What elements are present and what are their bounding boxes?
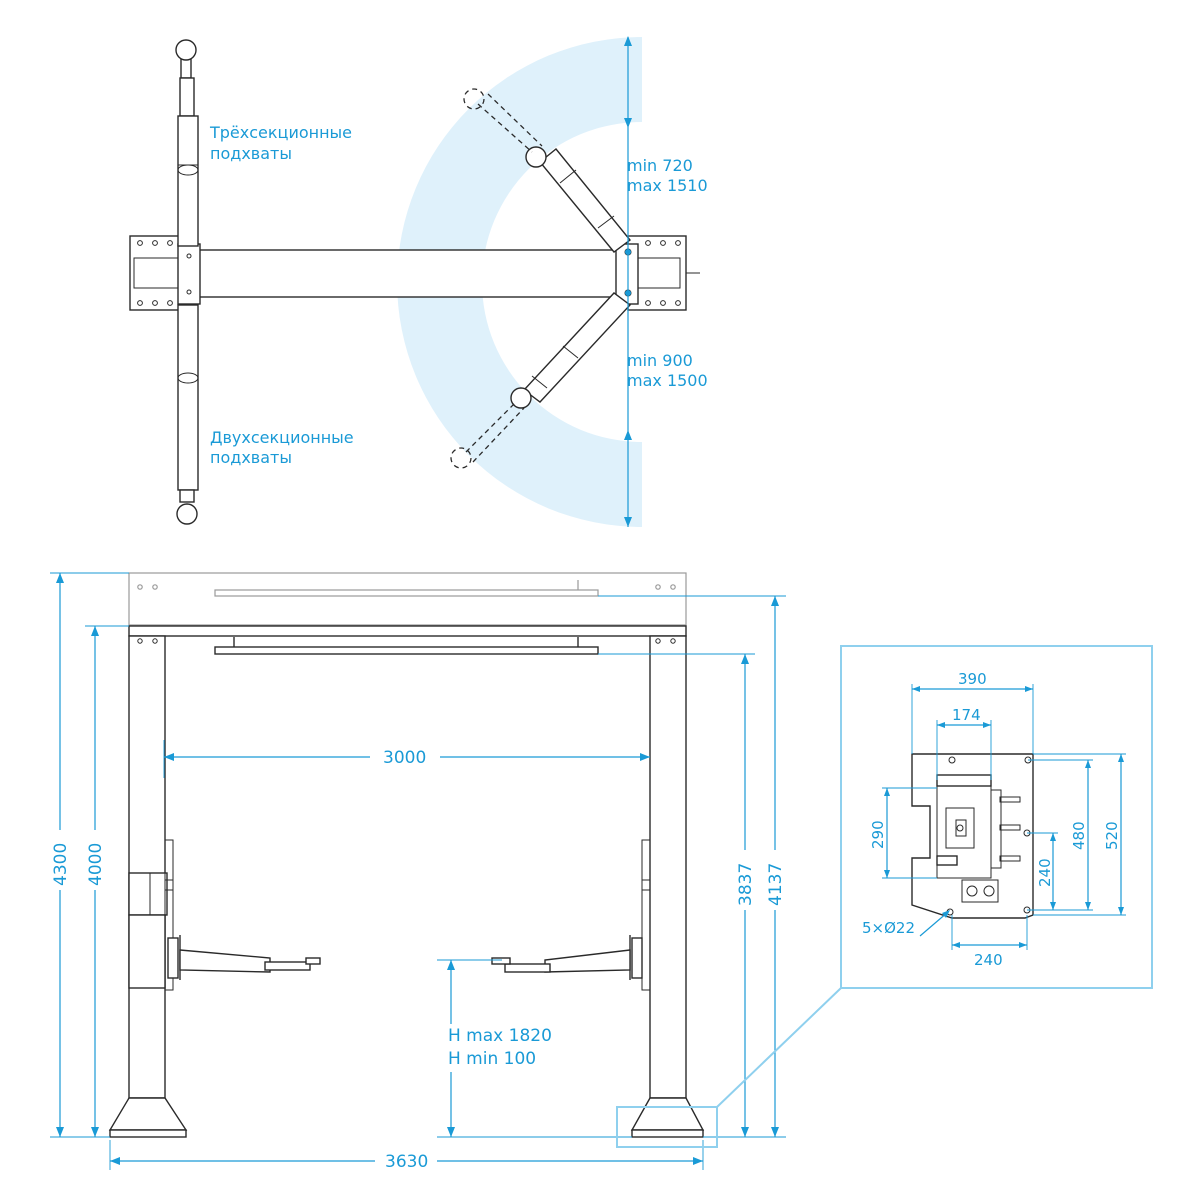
dim-4000: 4000 — [86, 843, 106, 886]
dim-290: 290 — [869, 820, 887, 849]
two-section-label-line2: подхваты — [210, 448, 292, 467]
lower-reach-max: max 1500 — [627, 371, 708, 390]
h-min: H min 100 — [448, 1049, 536, 1069]
top-view: Трёхсекционные подхваты Двухсекционные п… — [129, 36, 708, 527]
right-column-front — [491, 635, 705, 1138]
dim-174: 174 — [952, 706, 981, 724]
lower-reach-min: min 900 — [627, 351, 693, 370]
front-view: 4300 4000 3000 3837 4137 — [50, 572, 842, 1174]
upper-reach-max: max 1510 — [627, 176, 708, 195]
left-column-front — [108, 635, 321, 1138]
arm-swing-arc — [397, 37, 642, 527]
base-plate-detail: 390 174 290 240 480 520 — [840, 645, 1153, 989]
two-section-label-line1: Двухсекционные — [210, 428, 354, 447]
dim-3837: 3837 — [736, 863, 756, 906]
motor — [128, 872, 168, 916]
holes-label: 5×Ø22 — [862, 919, 915, 937]
dim-480: 480 — [1070, 821, 1088, 850]
dim-520: 520 — [1103, 821, 1121, 850]
dim-390: 390 — [958, 670, 987, 688]
dim-4137: 4137 — [766, 863, 786, 906]
right-column-top — [615, 235, 700, 311]
extended-top-frame — [128, 572, 687, 626]
h-max: H max 1820 — [448, 1026, 552, 1046]
three-section-label-line2: подхваты — [210, 144, 292, 163]
dim-3630: 3630 — [385, 1152, 428, 1172]
left-arms-top — [175, 39, 199, 525]
arm-pad-bottom-left — [176, 503, 198, 525]
detail-callout-box — [616, 1106, 718, 1148]
right-arms-top — [450, 88, 632, 469]
crossbeam-top — [195, 249, 621, 298]
dim-240-horizontal: 240 — [974, 951, 1003, 969]
arm-pad-top-left — [175, 39, 197, 61]
upper-reach-min: min 720 — [627, 156, 693, 175]
reach-dimension — [624, 36, 632, 527]
top-crossbar — [128, 625, 687, 637]
dim-3000: 3000 — [383, 748, 426, 768]
left-column-top — [129, 235, 201, 311]
dim-240-vertical: 240 — [1036, 858, 1054, 887]
three-section-label-line1: Трёхсекционные — [209, 123, 352, 142]
dim-4300: 4300 — [51, 843, 71, 886]
